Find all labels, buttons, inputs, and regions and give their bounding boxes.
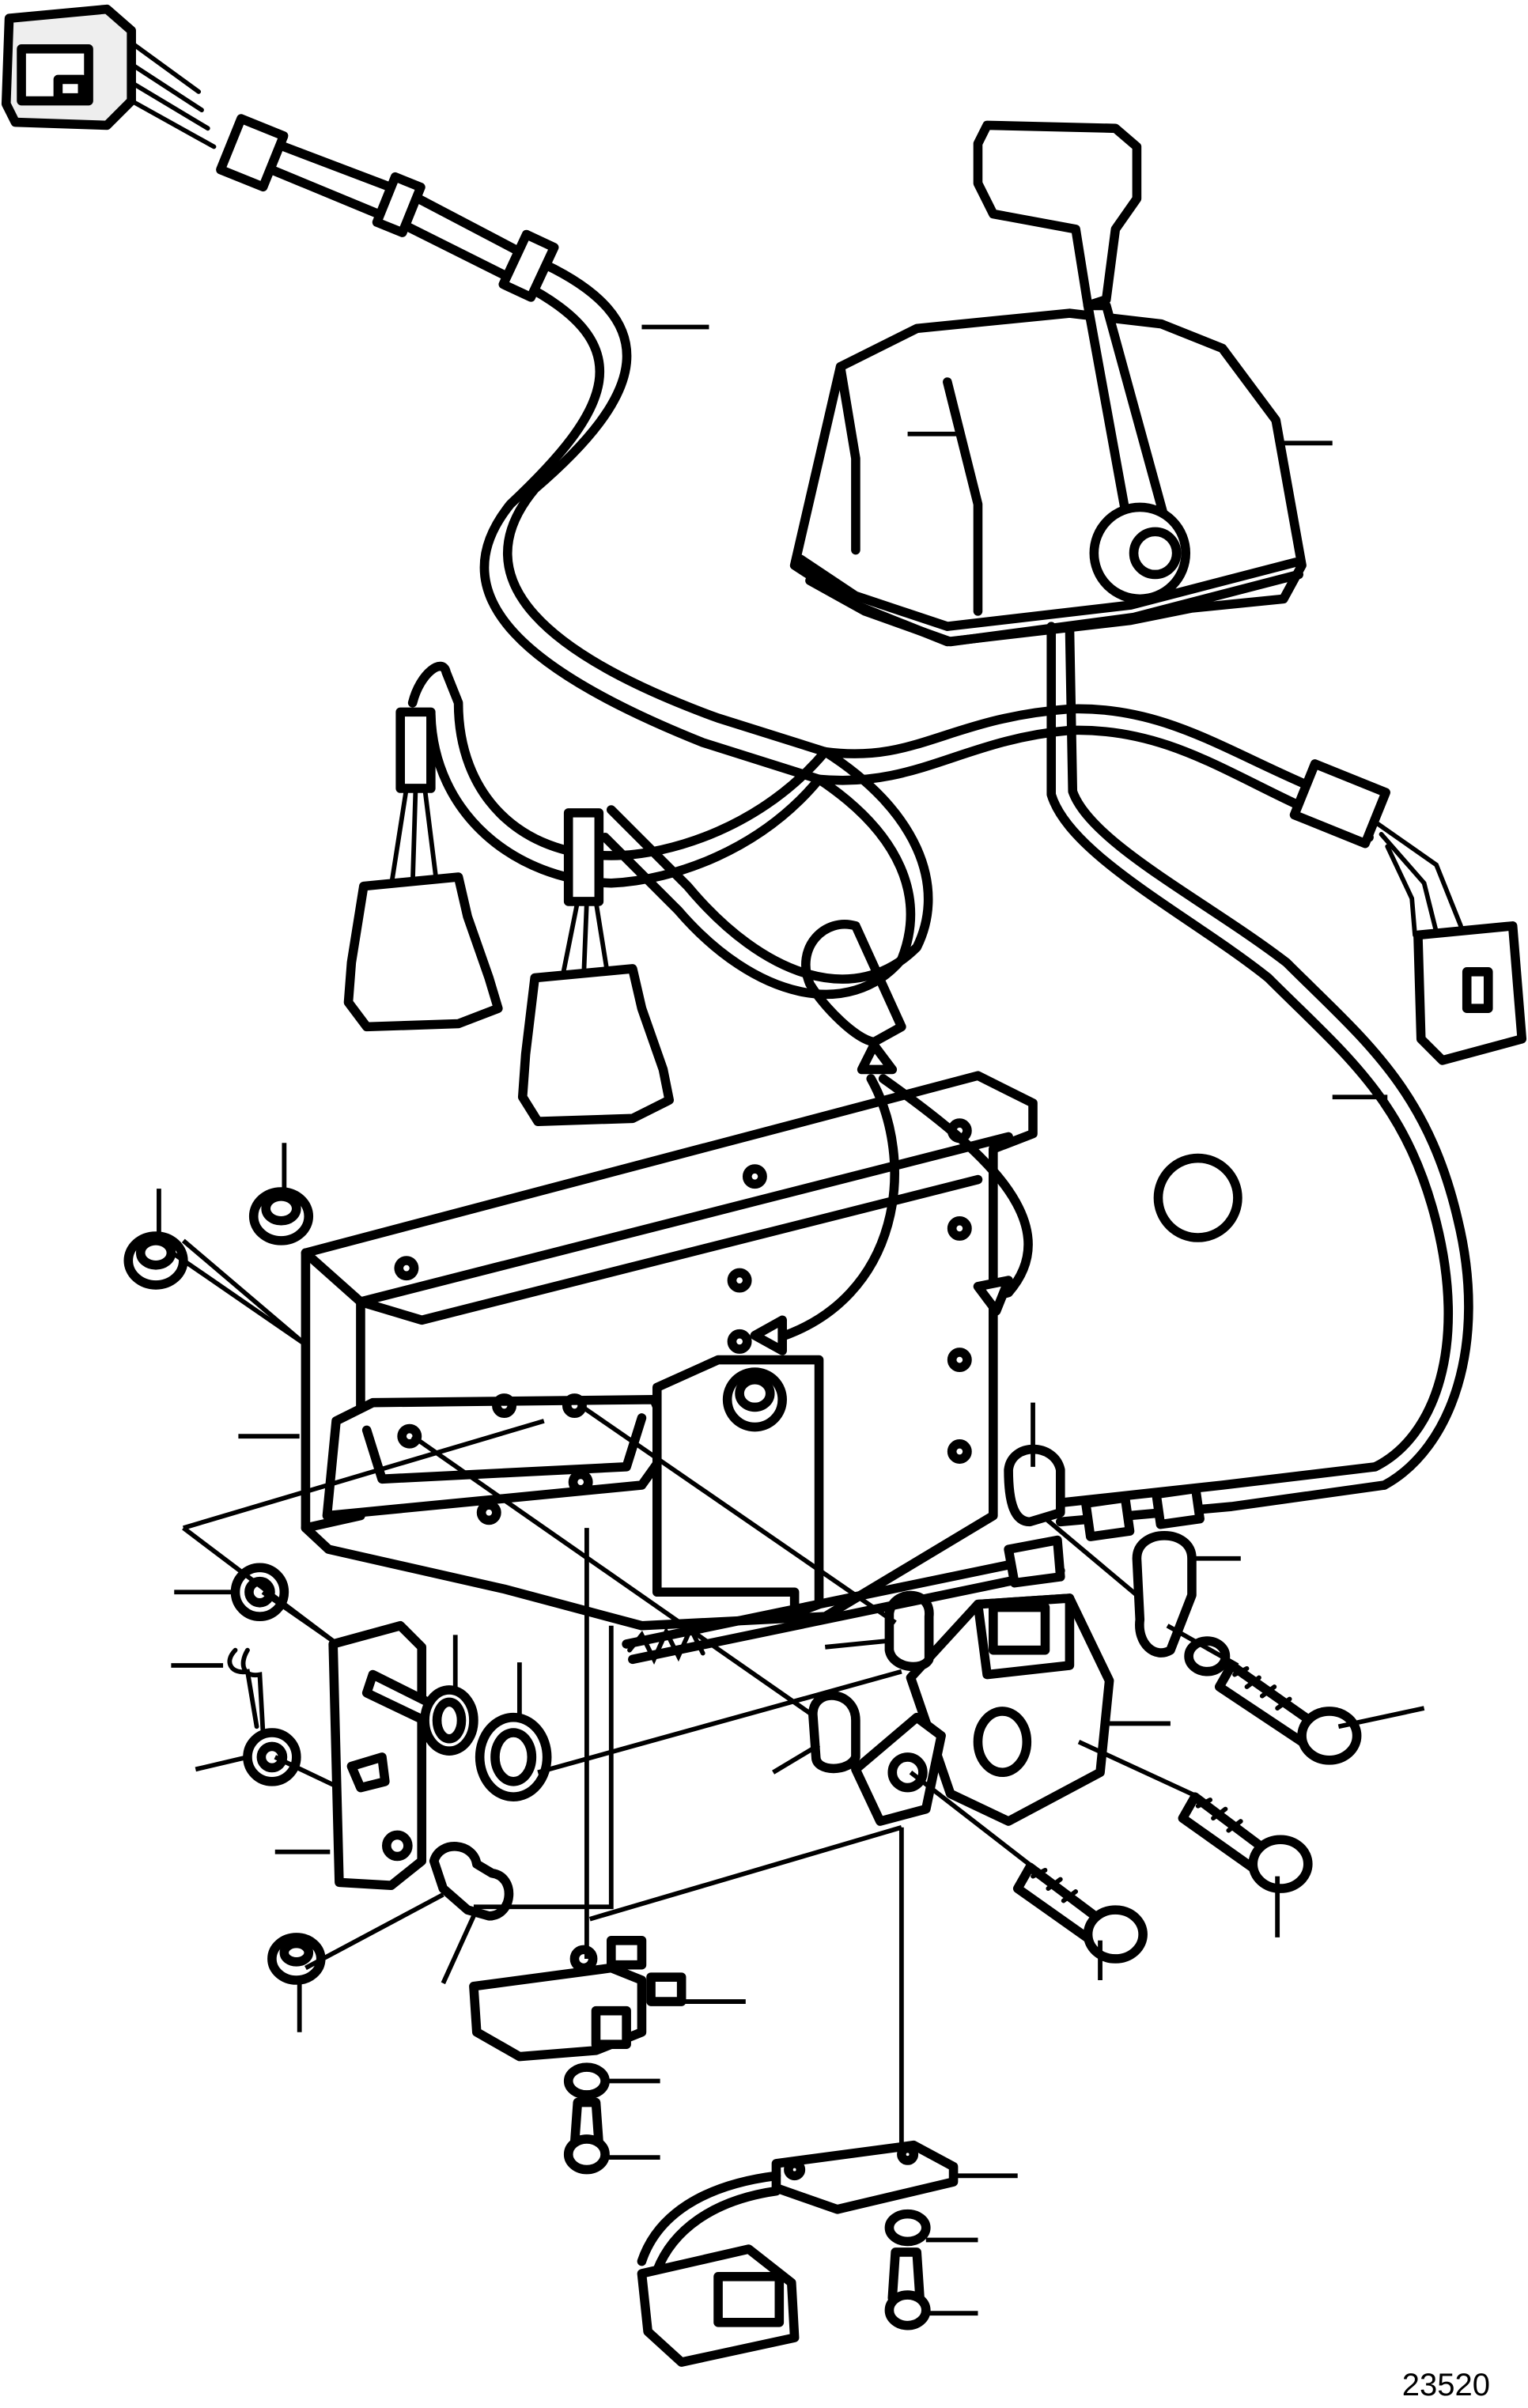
sensor-board bbox=[637, 2140, 959, 2367]
harness-right-branch bbox=[814, 704, 1527, 1065]
screw-2 bbox=[1178, 1792, 1313, 1893]
movement-arrows bbox=[750, 1040, 1033, 1355]
switch-screw bbox=[563, 2062, 610, 2175]
ball-joint bbox=[429, 1842, 514, 1921]
cotter-pin bbox=[227, 1647, 266, 1733]
figure-number: 23520 bbox=[1401, 2368, 1490, 2402]
washer-left bbox=[230, 1563, 301, 1786]
harness-left-branch bbox=[343, 661, 933, 1126]
screw-3 bbox=[1012, 1862, 1148, 1964]
control-lever-unit bbox=[789, 120, 1307, 647]
main-cable-upper bbox=[216, 114, 830, 784]
screw-1 bbox=[1214, 1661, 1362, 1765]
position-sensor bbox=[808, 1590, 1114, 1826]
reference-circle bbox=[1153, 1153, 1242, 1242]
leader-lines bbox=[157, 324, 1425, 2316]
top-left-connector bbox=[1, 4, 217, 149]
nut-bottom-left bbox=[267, 1933, 326, 1985]
microswitch bbox=[469, 1935, 686, 2062]
mounting-bracket bbox=[301, 1071, 1038, 1631]
lever-plate bbox=[328, 1620, 478, 1891]
cable-clamp bbox=[1004, 1444, 1231, 1677]
lever-cable bbox=[1046, 622, 1473, 1541]
bushing bbox=[475, 1712, 552, 1801]
